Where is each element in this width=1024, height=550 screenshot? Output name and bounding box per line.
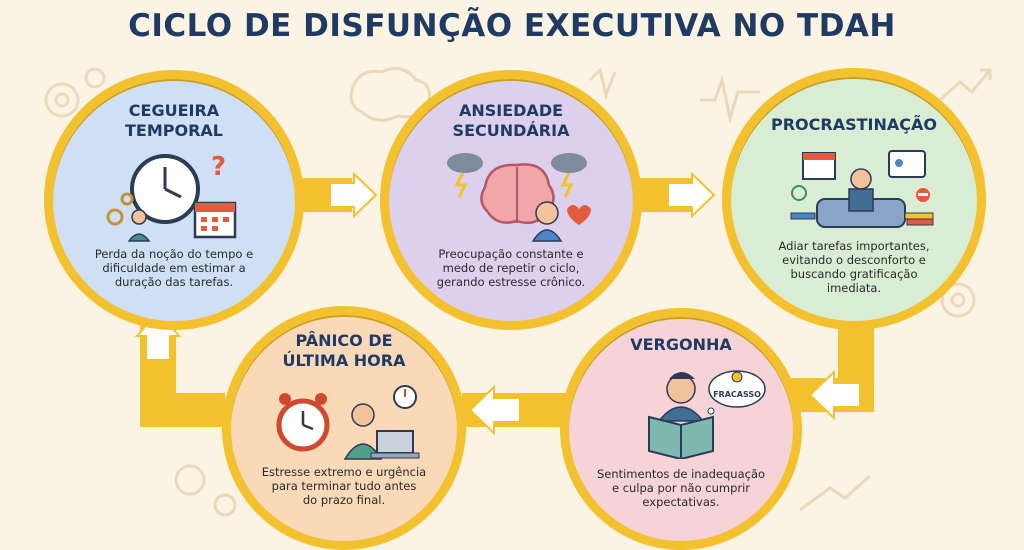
- calendar-icon: [193, 201, 237, 239]
- question-mark-icon: ?: [211, 152, 226, 182]
- step-description: Adiar tarefas importantes, evitando o de…: [778, 239, 930, 295]
- step-title: ANSIEDADE SECUNDÁRIA: [452, 101, 570, 140]
- stressed-person-icon: [343, 403, 383, 460]
- step-circle-cegueira-temporal: CEGUEIRA TEMPORAL ?: [44, 70, 304, 330]
- svg-text:?: ?: [211, 152, 226, 182]
- bubble-text: FRACASSO: [713, 390, 761, 399]
- stop-icon: [916, 188, 930, 202]
- step-description: Preocupação constante e medo de repetir …: [436, 247, 586, 289]
- anxiety-illustration: [447, 153, 591, 242]
- panic-illustration: [276, 385, 420, 460]
- storm-cloud-icon: [447, 153, 587, 198]
- check-icon: [791, 185, 807, 201]
- step-description: Perda da noção do tempo e dificuldade em…: [94, 247, 254, 289]
- arrow-right-icon: [329, 171, 378, 219]
- gear-icon: [106, 192, 134, 226]
- laptop-icon: [370, 430, 420, 459]
- arrow-left-icon: [468, 384, 521, 436]
- heartbeat-line-icon: [588, 67, 760, 124]
- gear-icon: [174, 464, 237, 517]
- book-icon: [648, 415, 714, 459]
- step-circle-vergonha: VERGONHA FRACASSO Sentimentos de: [560, 308, 802, 550]
- step-title: PROCRASTINAÇÃO: [771, 115, 937, 134]
- books-icon: [790, 212, 934, 226]
- shame-illustration: FRACASSO: [648, 370, 766, 459]
- calendar-icon: [802, 152, 836, 180]
- step-title: PÂNICO DE ÚLTIMA HORA: [282, 331, 406, 370]
- worried-person-icon: [531, 201, 563, 242]
- stopwatch-icon: [393, 385, 417, 409]
- phone-icon: [888, 150, 926, 178]
- procrastination-illustration: [790, 150, 934, 228]
- heartbeat-icon: [567, 205, 591, 225]
- step-circle-procrastinacao: PROCRASTINAÇÃO: [722, 68, 986, 330]
- thinking-person-icon: [127, 209, 151, 242]
- gear-icon: [44, 67, 106, 118]
- step-description: Estresse extremo e urgência para termina…: [261, 465, 427, 507]
- thought-bubble: FRACASSO: [707, 370, 766, 415]
- step-circle-ansiedade-secundaria: ANSIEDADE SECUNDÁRIA Preocupaçã: [380, 70, 642, 330]
- time-blindness-illustration: ?: [106, 152, 237, 242]
- arrow-right-icon: [667, 171, 716, 219]
- step-description: Sentimentos de inadequação e culpa por n…: [596, 467, 766, 509]
- alarm-clock-icon: [276, 393, 330, 452]
- diagram-stage: CICLO DE DISFUNÇÃO EXECUTIVA NO TDAH: [44, 8, 992, 550]
- clock-icon: [130, 154, 200, 224]
- step-circle-panico-de-ultima-hora: PÂNICO DE ÚLTIMA HORA: [222, 306, 466, 550]
- arrow-left-icon: [808, 369, 861, 421]
- gear-icon: [940, 282, 976, 318]
- ashamed-person-icon: [657, 372, 705, 422]
- trend-arrow-icon: [799, 68, 992, 512]
- person-on-couch-icon: [816, 168, 906, 228]
- page-title: CICLO DE DISFUNÇÃO EXECUTIVA NO TDAH: [128, 8, 896, 44]
- step-title: VERGONHA: [630, 335, 732, 354]
- step-title: CEGUEIRA TEMPORAL: [125, 101, 223, 140]
- sad-face-icon: [731, 371, 743, 383]
